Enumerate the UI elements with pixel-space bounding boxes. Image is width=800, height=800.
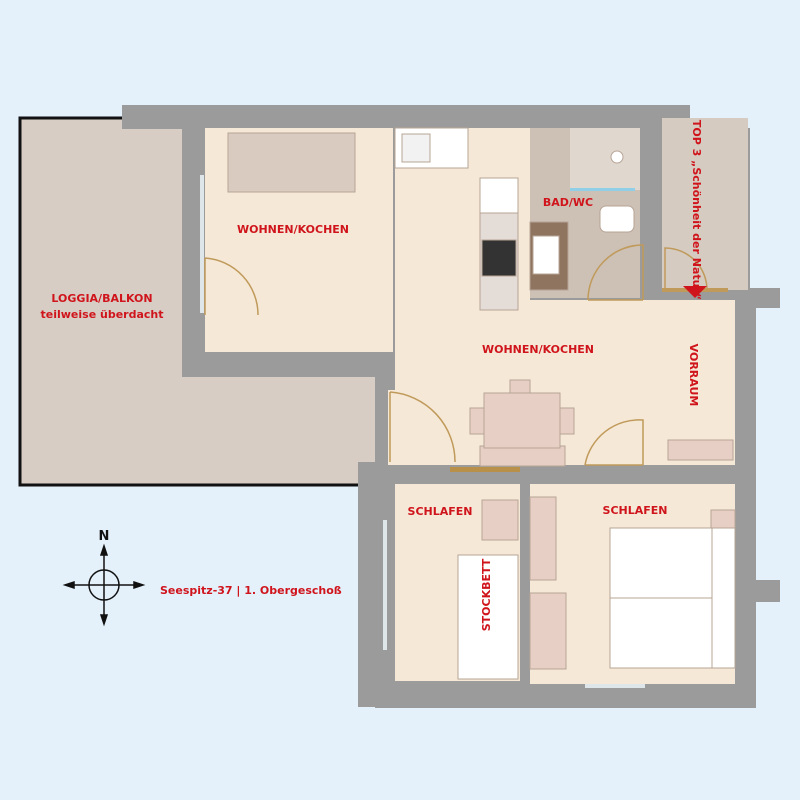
furniture [227,127,736,680]
caption: Seespitz-37 | 1. Obergeschoß [160,584,342,597]
entrance-arrow-icon [683,286,707,298]
shower-head [610,150,624,164]
room-label-loggia-sub: teilweise überdacht [41,308,164,321]
room-label-schlafen-1: SCHLAFEN [408,505,473,518]
bunk-bed [457,554,519,680]
room-label-wohnen-left: WOHNEN/KOCHEN [237,223,349,236]
wardrobe [529,592,567,670]
compass-north-label: N [99,529,110,544]
chair [509,379,531,395]
entrance-label: TOP 3 „Schönheit der Natur“ [690,120,703,300]
room-label-wohnen-main: WOHNEN/KOCHEN [482,343,594,356]
chair [479,445,566,467]
sliding-door [450,467,520,472]
shower-line [570,188,635,191]
sofa [227,132,356,193]
room-label-vorraum: VORRAUM [687,344,700,407]
loggia-border [18,116,358,487]
chair [559,407,575,435]
chair [469,407,485,435]
window-strip [200,175,204,313]
window-strip [585,684,645,688]
compass-icon [62,543,146,627]
bench [667,439,734,461]
toilet [599,205,635,233]
room-label-loggia: LOGGIA/BALKON [51,292,152,305]
nightstand [710,509,736,531]
desk [481,499,519,541]
stove [481,239,517,277]
dining-table [483,392,561,449]
room-label-schlafen-2: SCHLAFEN [603,504,668,517]
room-label-stockbett: STOCKBETT [480,558,493,631]
wardrobe [529,496,557,581]
window-strip [383,520,387,650]
sink [401,133,431,163]
room-label-bad: BAD/WC [543,196,593,209]
